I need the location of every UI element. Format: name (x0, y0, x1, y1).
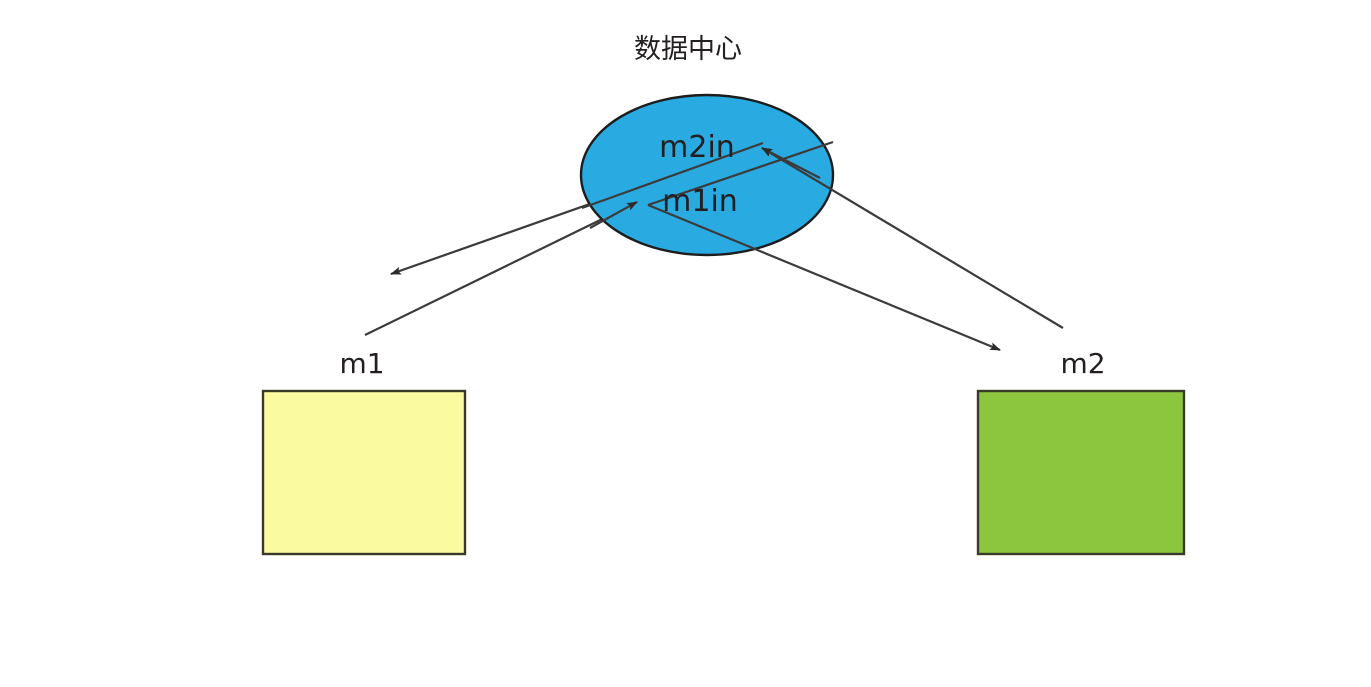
inner-label-m1in: m1in (662, 184, 738, 219)
node-label-m2: m2 (1060, 347, 1105, 380)
edge-center-to-m2-stub (647, 140, 834, 207)
inner-arrowheads (589, 147, 821, 229)
edge-center-to-m2 (647, 203, 1001, 352)
node-m1[interactable]: m1 (261, 347, 467, 556)
node-m2[interactable]: m2 (976, 347, 1186, 556)
edge-center-to-m1-stub (581, 141, 764, 210)
edge-m2-to-m2in-tip (761, 147, 821, 179)
edge-m1-to-m1in (364, 201, 638, 336)
data-center-ellipse[interactable] (579, 93, 835, 257)
edge-m2-to-m2in (761, 147, 1064, 329)
edge-m1-to-m1in-tip (589, 201, 638, 229)
diagram-title: 数据中心 (634, 34, 742, 65)
edge-layer-over (647, 147, 1064, 352)
m2-rect[interactable] (976, 389, 1186, 556)
node-label-m1: m1 (339, 347, 384, 380)
inner-label-m2in: m2in (659, 130, 735, 165)
edge-stub-layer (581, 140, 834, 210)
m1-rect[interactable] (261, 389, 467, 556)
node-data-center[interactable] (579, 93, 835, 257)
